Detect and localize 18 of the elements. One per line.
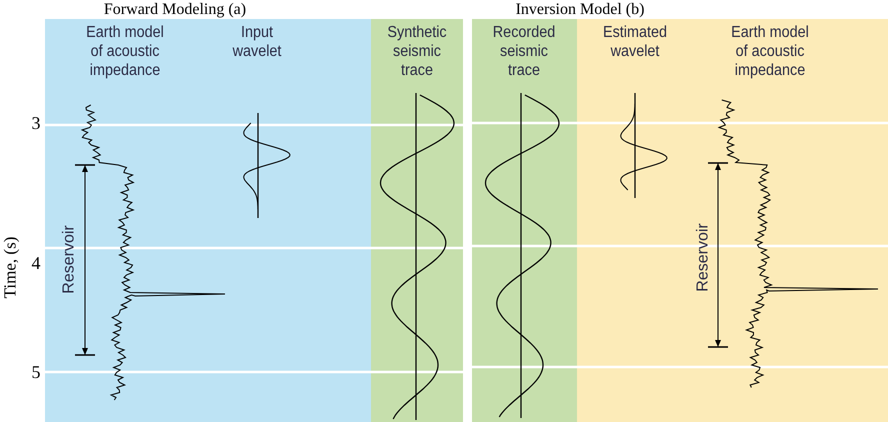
dimension-label: Reservoir [60,224,78,296]
axis-title: Time, (s) [0,236,20,300]
panel-title: Inversion Model (b) [514,0,646,19]
column-heading: Recorded seismic trace [492,23,556,80]
model-panel [577,19,888,422]
dimension-label: Reservoir [694,222,712,294]
trace-panel [371,19,463,422]
model-panel [45,19,371,422]
column-heading: Earth model of acoustic impedance [85,23,165,80]
column-heading: Earth model of acoustic impedance [730,23,810,80]
column-heading: Synthetic seismic trace [386,23,448,80]
column-heading: Input wavelet [232,23,282,61]
tick-label: 3 [30,114,42,133]
tick-label: 5 [30,363,42,382]
panel-title: Forward Modeling (a) [102,0,248,19]
column-heading: Estimated wavelet [602,23,668,61]
tick-label: 4 [30,254,42,273]
trace-panel [472,19,577,422]
